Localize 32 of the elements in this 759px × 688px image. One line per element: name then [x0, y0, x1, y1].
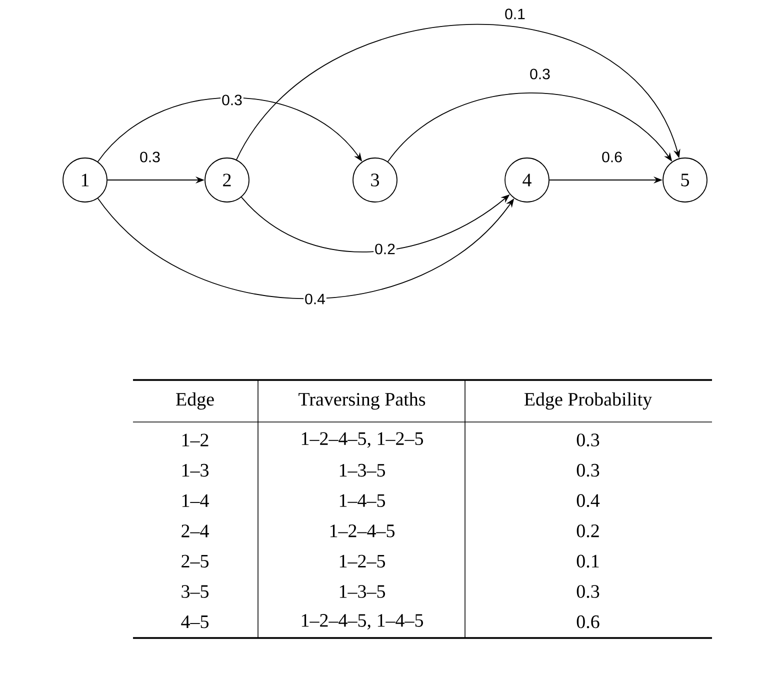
arrow	[236, 24, 680, 160]
edge-label: 0.1	[504, 8, 526, 20]
table-cell: 2–4	[182, 524, 209, 538]
table-cell: 4–5	[181, 615, 208, 628]
table-cell: 0.3	[576, 585, 600, 598]
table-cell: 1–3–5	[340, 585, 385, 598]
table-cell: 1–2	[182, 434, 208, 446]
column-header: Edge	[176, 392, 214, 410]
edge-label: 0.3	[220, 94, 244, 106]
edge-label: 0.4	[304, 292, 326, 306]
edge-label: 0.2	[374, 242, 396, 256]
table-cell: 0.1	[576, 554, 599, 568]
table-cell: 1–3	[182, 464, 208, 477]
table-cell: 1–2–4–5	[330, 524, 394, 538]
table-cell: 1–3–5	[340, 464, 385, 477]
table-cell: 3–5	[182, 585, 208, 598]
table-cell: 0.2	[576, 524, 599, 538]
table-cell: 1–4–5	[340, 494, 385, 507]
edge-label: 0.6	[600, 150, 624, 164]
column-header: Edge Probability	[524, 392, 652, 410]
table-cell: 0.6	[576, 615, 600, 628]
table-cell: 1–2–4–5, 1–4–5	[302, 614, 423, 630]
edge-label: 0.3	[528, 68, 552, 80]
table-cell: 0.3	[576, 464, 600, 477]
column-header: Traversing Paths	[298, 392, 426, 410]
table-cell: 0.3	[576, 434, 600, 446]
table-cell: 0.4	[576, 494, 600, 508]
table-cell: 1–2–5	[340, 554, 385, 568]
table-cell: 1–2–4–5, 1–2–5	[302, 432, 423, 448]
edge-label: 0.3	[138, 150, 162, 164]
table-cell: 1–4	[182, 494, 209, 507]
table-cell: 2–5	[182, 554, 208, 568]
